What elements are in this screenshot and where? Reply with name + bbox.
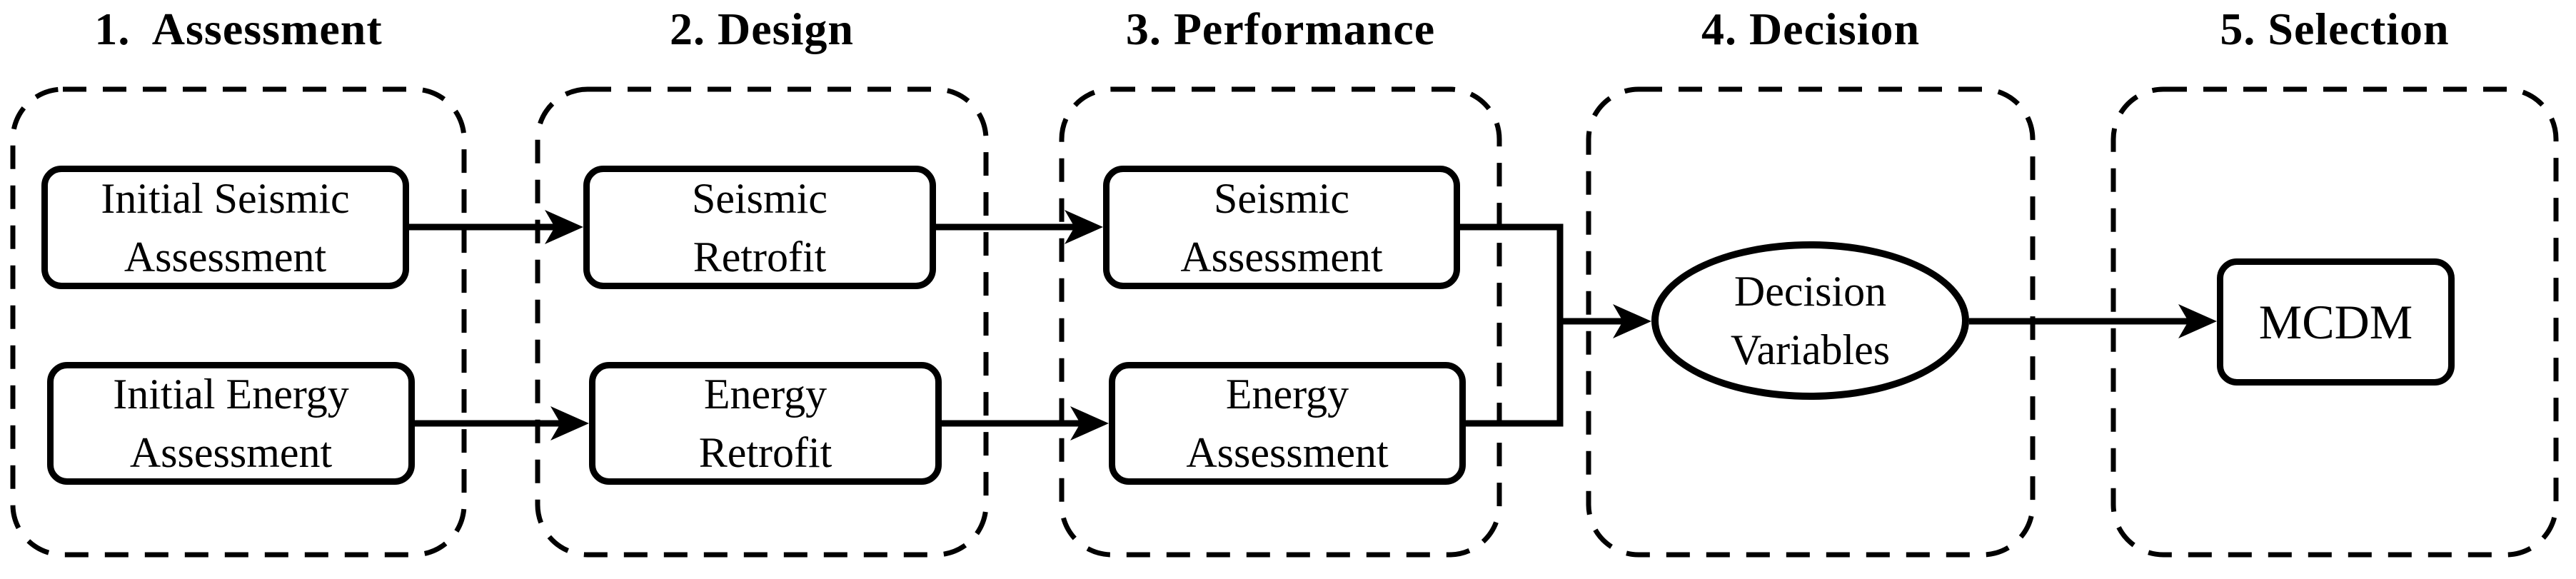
stage-title-design: 2. Design: [670, 4, 854, 54]
node-seismic-retrofit: Seismic Retrofit: [583, 166, 936, 289]
edge-performance-merge-junction: [1460, 223, 1564, 427]
node-decision-variables: Decision Variables: [1651, 241, 1969, 400]
stage-2-dashed-container: [535, 86, 989, 558]
node-energy-assessment: Energy Assessment: [1109, 362, 1466, 485]
node-decision-variables-label: Decision Variables: [1730, 268, 1891, 373]
arrowhead-seismic-assessment: [1065, 210, 1103, 244]
stage-title-assessment: 1. Assessment: [94, 4, 383, 54]
stage-5-dashed-container: [2110, 86, 2559, 558]
stage-1-dashed-container: [10, 86, 467, 558]
node-seismic-retrofit-label: Seismic Retrofit: [692, 174, 827, 281]
stage-3-dashed-container: [1059, 86, 1502, 558]
node-initial-seismic-assessment-label: Initial Seismic Assessment: [101, 174, 350, 281]
node-initial-energy-assessment: Initial Energy Assessment: [47, 362, 415, 485]
node-energy-retrofit: Energy Retrofit: [589, 362, 942, 485]
arrowhead-decision-variables: [1613, 304, 1651, 338]
node-energy-assessment-label: Energy Assessment: [1186, 371, 1389, 476]
node-initial-energy-assessment-label: Initial Energy Assessment: [113, 371, 349, 476]
node-seismic-assessment: Seismic Assessment: [1103, 166, 1460, 289]
arrowhead-mcdm: [2178, 304, 2217, 338]
node-seismic-assessment-label: Seismic Assessment: [1180, 174, 1383, 281]
arrowhead-energy-assessment: [1070, 406, 1109, 440]
arrowhead-seismic-retrofit: [545, 210, 583, 244]
arrowhead-energy-retrofit: [550, 406, 589, 440]
stage-title-performance: 3. Performance: [1125, 4, 1436, 54]
stage-title-decision: 4. Decision: [1701, 4, 1921, 54]
node-mcdm-label: MCDM: [2258, 295, 2413, 349]
node-mcdm: MCDM: [2217, 258, 2455, 386]
node-energy-retrofit-label: Energy Retrofit: [698, 371, 832, 476]
stage-title-selection: 5. Selection: [2220, 4, 2450, 54]
node-initial-seismic-assessment: Initial Seismic Assessment: [41, 166, 409, 289]
